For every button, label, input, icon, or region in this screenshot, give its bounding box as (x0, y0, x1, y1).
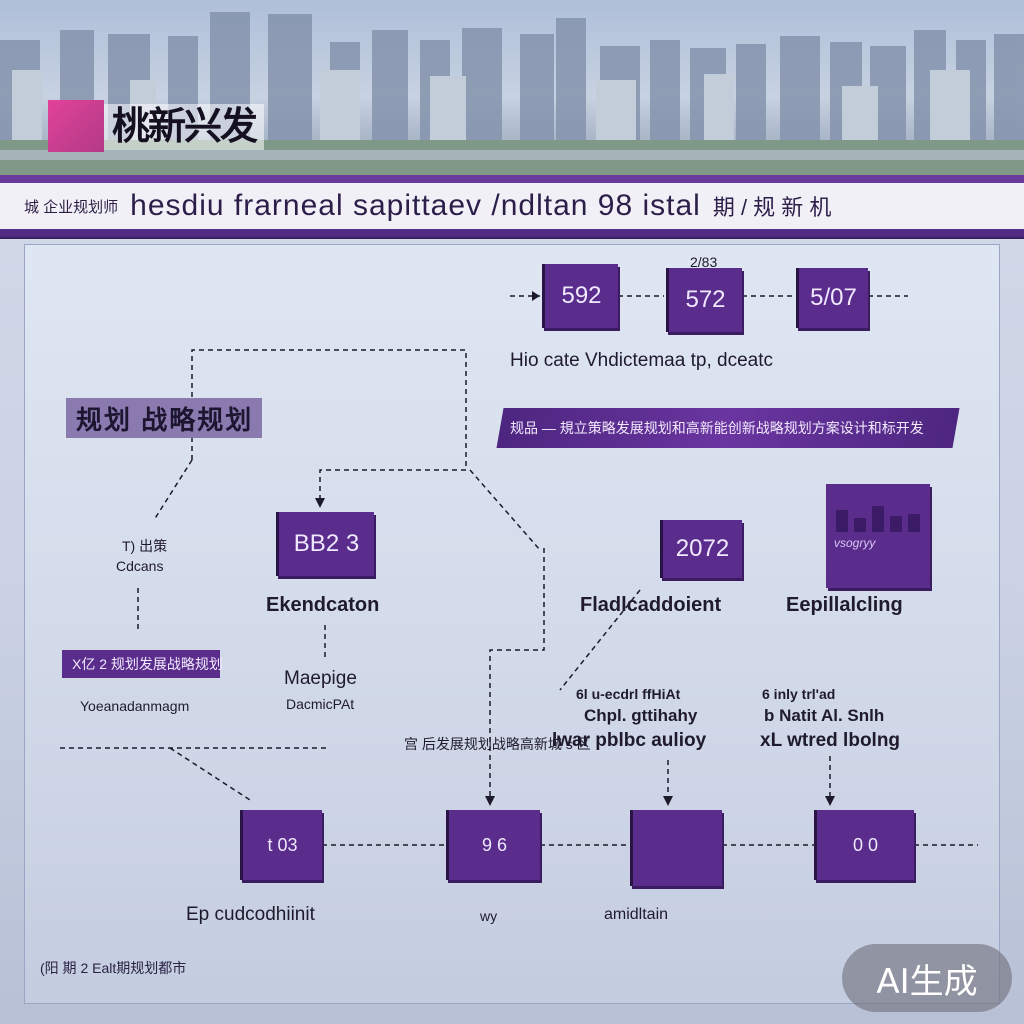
bottom-flow-caption-1: Ep cudcodhiinit (186, 904, 315, 925)
bottom-flow-node-1[interactable]: t 03 (240, 810, 322, 880)
bar-chart-icon[interactable]: vsogryy (826, 484, 930, 588)
left-heading-tag: 规划 战略规划 (66, 398, 262, 438)
bottom-flow-node-3[interactable] (630, 810, 722, 886)
left-sub-label-2: Cdcans (116, 558, 164, 574)
bottom-flow-node-4[interactable]: 0 0 (814, 810, 914, 880)
bar-chart-bar (872, 506, 884, 532)
bar-chart-bar (890, 516, 902, 532)
right-text-1-line-1: 6l u-ecdrl ffHiAt (576, 686, 681, 702)
top-flow-caption: Hio cate Vhdictemaa tp, dceatc (510, 350, 773, 371)
banner-prefix: 城 企业规划师 (24, 198, 119, 216)
bar-chart-bar (908, 514, 920, 532)
middle-sub-caption-1: Maepige (284, 668, 357, 689)
right-node[interactable]: 2072 (660, 520, 742, 578)
middle-node[interactable]: BB2 3 (276, 512, 374, 576)
right-text-2-line-2: b Natit Al. Snlh (764, 706, 885, 725)
middle-sub-caption-2: DacmicPAt (286, 696, 355, 712)
top-flow-tag: 规品 — 規立策略发展规划和高新能创新战略规划方案设计和标开发 (496, 408, 960, 448)
logo-text: 桃新兴发 (104, 104, 265, 150)
right-text-1-line-3: lwar pblbc aulioy (552, 730, 707, 751)
logo-mark (48, 100, 104, 152)
left-tag-caption: Yoeanadanmagm (80, 698, 190, 714)
right-text-2-line-3: xL wtred lbolng (760, 730, 901, 751)
bar-chart-label: vsogryy (834, 536, 876, 550)
left-sub-label-1: T) 出策 (122, 538, 168, 554)
title-banner: 城 企业规划师 hesdiu frarneal sapittaev /ndlta… (0, 175, 1024, 237)
left-tag: X亿 2 规划发展战略规划 (62, 650, 223, 678)
banner-suffix: 期 / 规 新 机 (712, 195, 832, 220)
skyline-header-image: 桃新兴发 (0, 0, 1024, 175)
right-text-2-line-1: 6 inly trl'ad (762, 686, 836, 702)
title-banner-inner: 城 企业规划师 hesdiu frarneal sapittaev /ndlta… (0, 183, 1024, 229)
banner-title: hesdiu frarneal sapittaev /ndltan 98 ist… (130, 189, 701, 222)
middle-hint: 宫 后发展规划战略高新城 s 区 (404, 736, 591, 752)
bar-chart-bar (836, 510, 848, 532)
top-flow-node-2[interactable]: 572 (666, 268, 742, 332)
top-flow-node-1[interactable]: 592 (542, 264, 618, 328)
right-node-caption: Fladlcaddoient (580, 594, 722, 616)
chart-caption: Eepillalcling (786, 594, 903, 616)
bottom-flow-caption-2: wy (480, 908, 498, 924)
top-flow-tag-text: 规品 — 規立策略发展规划和高新能创新战略规划方案设计和标开发 (510, 420, 924, 436)
bottom-flow-caption-3: amidltain (604, 906, 669, 923)
top-flow-node-3[interactable]: 5/07 (796, 268, 868, 328)
top-flow-node-2-caption: 2/83 (690, 254, 718, 270)
bottom-flow-node-2[interactable]: 9 6 (446, 810, 540, 880)
bar-chart-bar (854, 518, 866, 532)
ai-generated-badge: AI生成 (842, 944, 1012, 1012)
middle-node-caption: Ekendcaton (266, 594, 380, 616)
footer-note: (阳 期 2 Ealt期规划都市 (40, 960, 187, 976)
right-text-1-line-2: Chpl. gttihahy (584, 706, 698, 725)
